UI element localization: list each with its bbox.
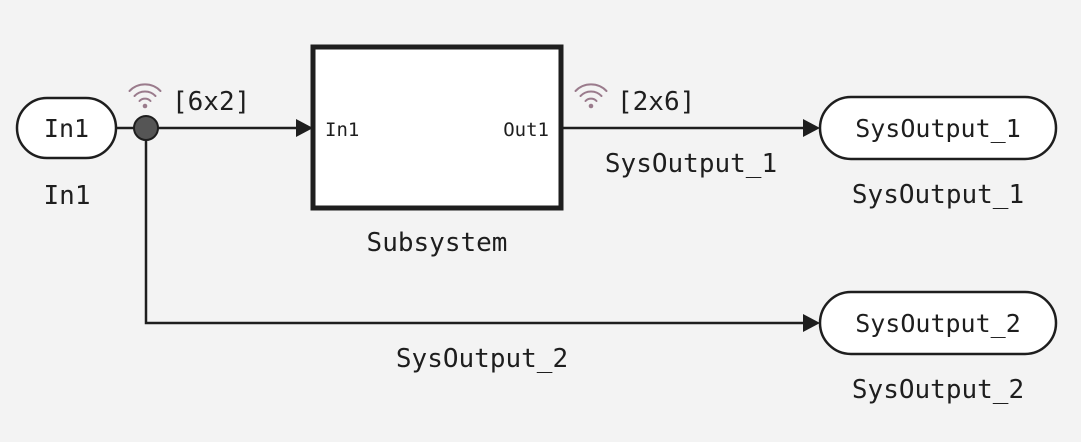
branch-point[interactable] — [133, 115, 159, 141]
outport-label-2: SysOutput_2 — [855, 309, 1021, 338]
outport-shape-2[interactable] — [818, 290, 1058, 356]
wifi-broadcast-icon[interactable] — [574, 83, 608, 109]
arrowhead-sysoutput-2 — [803, 314, 820, 332]
outport-block-sysoutput-2[interactable]: SysOutput_2 — [818, 290, 1058, 356]
subsystem-block[interactable]: In1 Out1 — [310, 44, 564, 211]
outport-shape-1[interactable] — [818, 95, 1058, 161]
outport-block-sysoutput-1[interactable]: SysOutput_1 — [818, 95, 1058, 161]
signal-name-line-1[interactable]: SysOutput_1 — [605, 149, 777, 179]
arrowhead-subsystem-input — [296, 119, 313, 137]
outport-block-name-2[interactable]: SysOutput_2 — [852, 375, 1024, 405]
arrowhead-sysoutput-1 — [803, 119, 820, 137]
signal-name-line-2[interactable]: SysOutput_2 — [396, 344, 568, 374]
wifi-broadcast-icon[interactable] — [128, 83, 162, 109]
signal-lines — [116, 119, 820, 332]
inport-label: In1 — [44, 114, 89, 143]
signal-dimensions-output: [2x6] — [617, 87, 695, 117]
inport-block-in1[interactable]: In1 — [15, 96, 118, 160]
subsystem-output-port-label: Out1 — [503, 119, 549, 141]
outport-label-1: SysOutput_1 — [855, 114, 1021, 143]
inport-shape[interactable] — [15, 96, 118, 160]
signal-line-branch-to-sysoutput-2[interactable] — [144, 128, 808, 325]
subsystem-block-name[interactable]: Subsystem — [367, 228, 508, 258]
signal-dimensions-input: [6x2] — [172, 87, 250, 117]
subsystem-input-port-label: In1 — [325, 119, 359, 141]
outport-block-name-1[interactable]: SysOutput_1 — [852, 180, 1024, 210]
subsystem-shape[interactable] — [310, 44, 564, 211]
inport-block-name[interactable]: In1 — [44, 181, 91, 211]
